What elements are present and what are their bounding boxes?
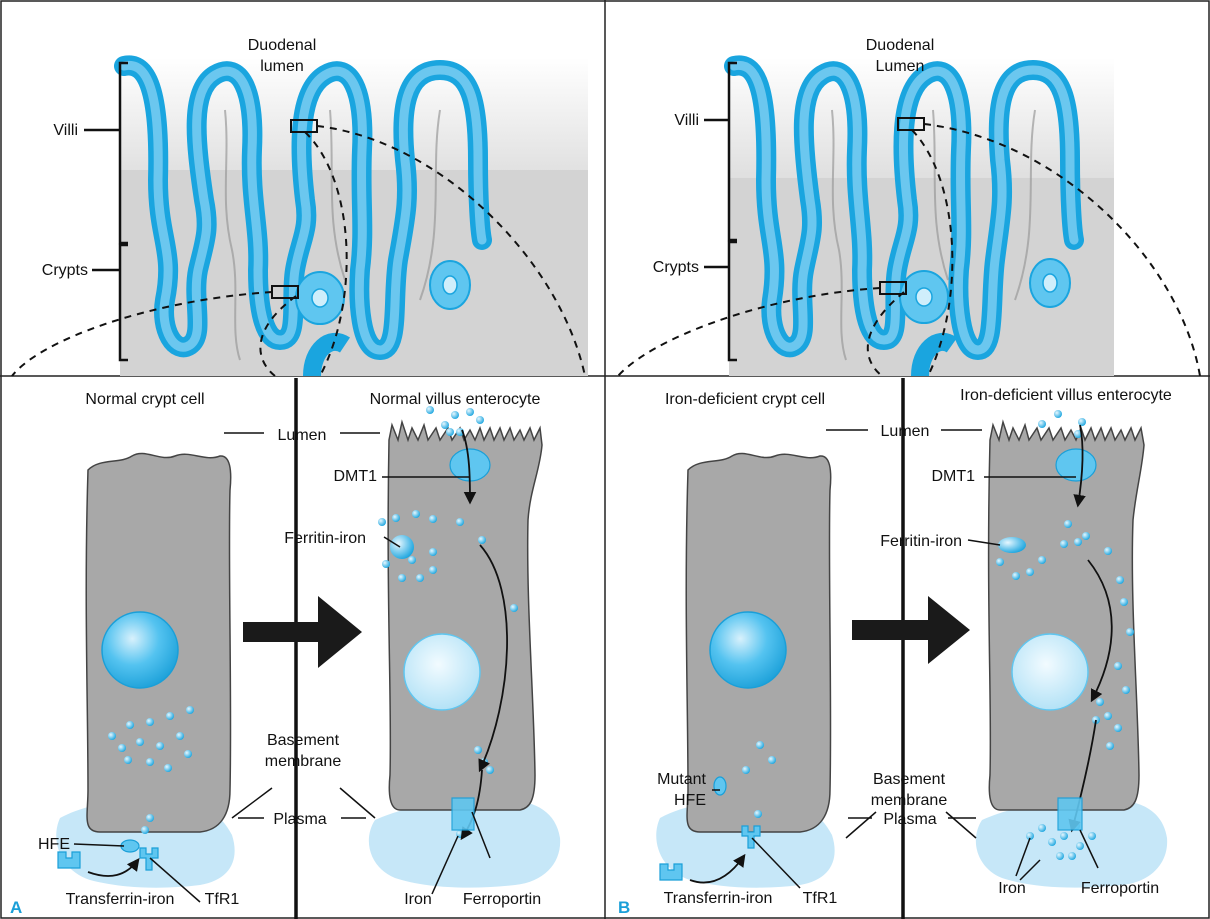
hfe-label: HFE <box>674 792 706 809</box>
ferroportin-label: Ferroportin <box>463 891 541 908</box>
iron-label: Iron <box>404 891 432 908</box>
crypt-cell-title: Normal crypt cell <box>85 391 204 408</box>
ferroportin-channel <box>1058 798 1082 830</box>
lumen-label-line1: Duodenal <box>866 37 935 54</box>
plasma-label: Plasma <box>883 811 936 828</box>
panel-a-cellular-detail: Normal crypt cell Normal villus enterocy… <box>10 378 560 919</box>
basement-label-line1: Basement <box>267 732 340 749</box>
ferroportin-label: Ferroportin <box>1081 880 1159 897</box>
panel-b-cellular-detail: Iron-deficient crypt cell Iron-deficient… <box>618 378 1172 919</box>
ferritin-iron-label: Ferritin-iron <box>284 530 366 547</box>
transferrin-iron-label: Transferrin-iron <box>664 890 773 907</box>
transferrin-iron-label: Transferrin-iron <box>66 891 175 908</box>
villus-nucleus <box>1012 634 1088 710</box>
lumen-label: Lumen <box>881 423 930 440</box>
basement-label-line2: membrane <box>265 753 342 770</box>
lumen-label: Lumen <box>278 427 327 444</box>
lumen-label-line2: lumen <box>260 58 304 75</box>
crypt-nucleus <box>710 612 786 688</box>
crypts-label: Crypts <box>42 262 88 279</box>
crypt-cell-title: Iron-deficient crypt cell <box>665 391 825 408</box>
hfe-label: HFE <box>38 836 70 853</box>
villus-cell-title: Normal villus enterocyte <box>370 391 541 408</box>
panel-letter: A <box>10 898 22 917</box>
lumen-label-line1: Duodenal <box>248 37 317 54</box>
villus-nucleus <box>404 634 480 710</box>
basement-label-line1: Basement <box>873 771 946 788</box>
mutant-label: Mutant <box>657 771 706 788</box>
tfr1-label: TfR1 <box>803 890 838 907</box>
crypt-nucleus <box>102 612 178 688</box>
ferroportin-channel <box>452 798 474 830</box>
maturation-arrow <box>243 596 362 668</box>
panel-letter: B <box>618 898 630 917</box>
panel-b-tissue-overview: Duodenal Lumen Villi Crypts <box>618 37 1200 376</box>
ferritin-iron-cluster <box>390 535 414 559</box>
tfr1-label: TfR1 <box>205 891 240 908</box>
dmt1-label: DMT1 <box>333 468 377 485</box>
plasma-label: Plasma <box>273 811 326 828</box>
panel-a-tissue-overview: Duodenal lumen Villi Crypts <box>12 37 588 376</box>
dmt1-transporter <box>1056 449 1096 481</box>
ferritin-iron-cluster <box>998 537 1026 553</box>
lumen-label-line2: Lumen <box>876 58 925 75</box>
iron-label: Iron <box>998 880 1026 897</box>
villi-label: Villi <box>674 112 699 129</box>
villus-cell-title: Iron-deficient villus enterocyte <box>960 387 1172 404</box>
villi-label: Villi <box>53 122 78 139</box>
dmt1-label: DMT1 <box>931 468 975 485</box>
ferritin-iron-label: Ferritin-iron <box>880 533 962 550</box>
maturation-arrow <box>852 596 970 664</box>
crypts-label: Crypts <box>653 259 699 276</box>
mutant-hfe-protein <box>714 777 726 795</box>
villus-enterocyte <box>989 422 1144 810</box>
basement-label-line2: membrane <box>871 792 948 809</box>
